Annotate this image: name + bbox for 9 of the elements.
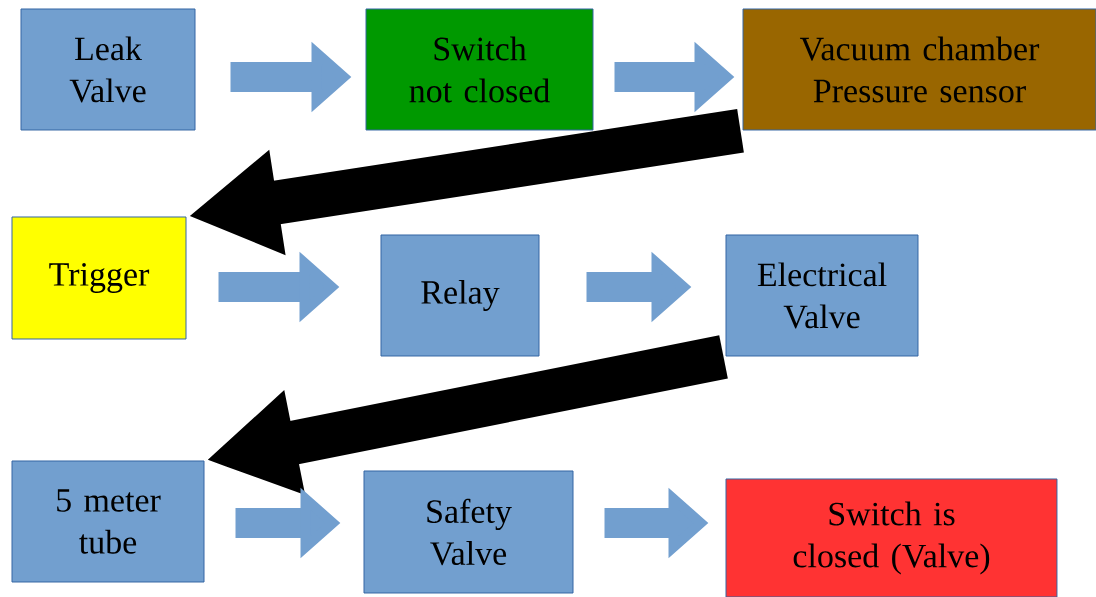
process-box: Vacuum chamber Pressure sensor	[742, 8, 1096, 131]
process-box: Electrical Valve	[725, 234, 919, 357]
process-box: Safety Valve	[363, 470, 574, 594]
process-box: Relay	[380, 234, 540, 357]
process-box: Leak Valve	[20, 8, 196, 131]
process-box: Trigger	[11, 216, 187, 340]
process-box: 5 meter tube	[11, 460, 205, 583]
process-box: Switch not closed	[365, 8, 594, 131]
process-box: Switch is closed (Valve)	[725, 478, 1058, 597]
